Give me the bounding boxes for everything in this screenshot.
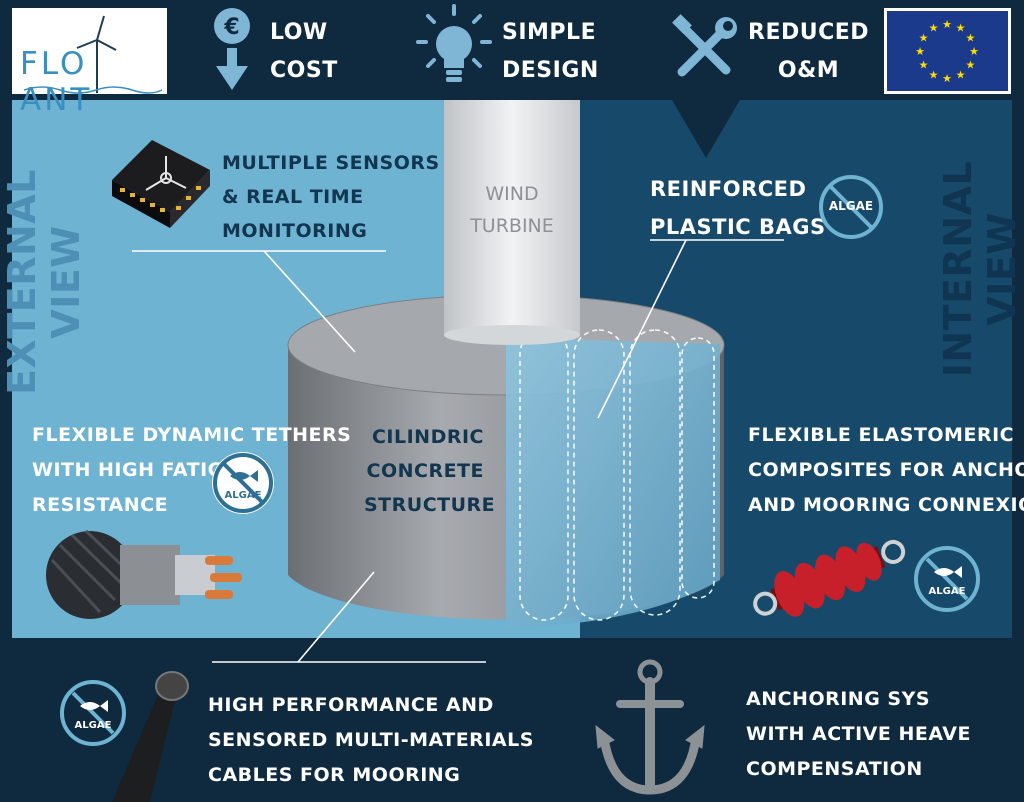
no-algae-badge-cables: ALGAE: [58, 678, 128, 748]
callout-sensors-line-2: & REAL TIME: [222, 186, 364, 208]
elastomeric-connector-image: [753, 539, 906, 617]
no-algae-badge-tethers: ALGAE: [208, 448, 278, 518]
wind-turbine-logo-icon: [23, 15, 163, 94]
callout-cables-line-3: CABLES FOR MOORING: [208, 764, 461, 786]
callout-anchoring-line-3: COMPENSATION: [746, 758, 923, 780]
callout-anchoring: ANCHORING SYS WITH ACTIVE HEAVE COMPENSA…: [746, 682, 971, 787]
feature-simple-design-line-1: SIMPLE: [502, 20, 597, 45]
feature-reduced-om: REDUCED O&M: [748, 14, 869, 90]
algae-label: ALGAE: [74, 720, 112, 731]
callout-cables-line-2: SENSORED MULTI-MATERIALS: [208, 729, 534, 751]
callout-elastomeric-line-2: COMPOSITES FOR ANCHORING: [748, 459, 1024, 481]
logo-text: FLO ANT: [20, 46, 93, 118]
eu-star-icon: ★: [956, 22, 966, 35]
no-algae-fish-icon: [60, 680, 126, 746]
feature-reduced-om-line-2: O&M: [777, 58, 840, 83]
callout-cables: HIGH PERFORMANCE AND SENSORED MULTI-MATE…: [208, 688, 534, 793]
feature-simple-design-line-2: DESIGN: [502, 58, 599, 83]
leader-lines: [132, 239, 784, 663]
mooring-cable-image: [112, 671, 189, 802]
callout-bags-line-1: REINFORCED: [650, 177, 807, 201]
callout-bags-line-2: PLASTIC BAGS: [650, 215, 826, 239]
pointer-notch: [672, 100, 740, 158]
eu-star-icon: ★: [929, 68, 939, 81]
algae-label: ALGAE: [224, 490, 262, 501]
internal-view-label: INTERNAL VIEW: [936, 160, 1024, 378]
feature-low-cost-line-2: COST: [270, 58, 338, 83]
callout-structure: CILINDRIC CONCRETE STRUCTURE: [364, 420, 496, 522]
sensor-chip-image: [112, 140, 210, 228]
no-algae-fish-icon: [914, 546, 980, 612]
algae-label: ALGAE: [828, 199, 874, 213]
eu-star-icon: ★: [965, 59, 975, 72]
eu-star-icon: ★: [915, 45, 925, 58]
dynamic-tether-image: [46, 529, 242, 619]
callout-anchoring-line-2: WITH ACTIVE HEAVE: [746, 723, 971, 745]
callout-structure-line-1: CILINDRIC: [371, 426, 484, 448]
eu-flag: ★★★★★★★★★★★★: [884, 8, 1011, 94]
tools-icon: [672, 14, 737, 77]
feature-reduced-om-line-1: REDUCED: [748, 20, 870, 45]
callout-elastomeric-line-1: FLEXIBLE ELASTOMERIC: [748, 424, 1015, 446]
algae-label: ALGAE: [928, 586, 966, 597]
logo-box: FLO ANT: [12, 8, 167, 118]
callout-cables-line-1: HIGH PERFORMANCE AND: [208, 694, 494, 716]
callout-anchoring-line-1: ANCHORING SYS: [746, 688, 931, 710]
callout-tethers-line-2: WITH HIGH FATIGUE: [32, 459, 254, 481]
svg-text:€: €: [223, 15, 239, 40]
eu-star-icon: ★: [929, 22, 939, 35]
feature-low-cost: LOW COST: [270, 14, 338, 90]
external-view-label: EXTERNAL VIEW: [0, 169, 88, 395]
eu-star-icon: ★: [919, 32, 929, 45]
callout-tethers: FLEXIBLE DYNAMIC TETHERS WITH HIGH FATIG…: [32, 418, 351, 523]
feature-simple-design: SIMPLE DESIGN: [502, 14, 599, 90]
no-algae-icon: [819, 175, 883, 239]
no-algae-fish-icon: [212, 452, 274, 514]
eu-star-icon: ★: [965, 32, 975, 45]
lightbulb-icon: [416, 4, 492, 82]
eu-star-icon: ★: [969, 45, 979, 58]
wind-turbine-label: WIND TURBINE: [444, 178, 580, 242]
callout-tethers-line-3: RESISTANCE: [32, 494, 169, 516]
eu-star-icon: ★: [956, 68, 966, 81]
callout-structure-line-3: STRUCTURE: [364, 494, 496, 516]
wind-turbine-label-line-2: TURBINE: [470, 215, 554, 237]
eu-star-icon: ★: [919, 59, 929, 72]
no-algae-badge-top: ALGAE: [816, 172, 886, 242]
callout-sensors-line-3: MONITORING: [222, 220, 368, 242]
callout-tethers-line-1: FLEXIBLE DYNAMIC TETHERS: [32, 424, 352, 446]
eu-star-icon: ★: [942, 18, 952, 31]
no-algae-badge-elastomeric: ALGAE: [912, 544, 982, 614]
callout-elastomeric: FLEXIBLE ELASTOMERIC COMPOSITES FOR ANCH…: [748, 418, 1024, 523]
callout-sensors-line-1: MULTIPLE SENSORS: [222, 152, 440, 174]
callout-bags: REINFORCED PLASTIC BAGS: [650, 170, 826, 246]
callout-sensors: MULTIPLE SENSORS & REAL TIME MONITORING: [222, 146, 440, 248]
anchor-image: [595, 659, 705, 795]
wind-turbine-label-line-1: WIND: [485, 183, 539, 205]
callout-structure-line-2: CONCRETE: [366, 460, 484, 482]
eu-star-icon: ★: [942, 72, 952, 85]
euro-down-icon: €: [214, 8, 250, 90]
callout-elastomeric-line-3: AND MOORING CONNEXION: [748, 494, 1024, 516]
turbine-tower: [444, 100, 580, 335]
cutaway-interior: [506, 338, 720, 628]
feature-low-cost-line-1: LOW: [270, 20, 328, 45]
